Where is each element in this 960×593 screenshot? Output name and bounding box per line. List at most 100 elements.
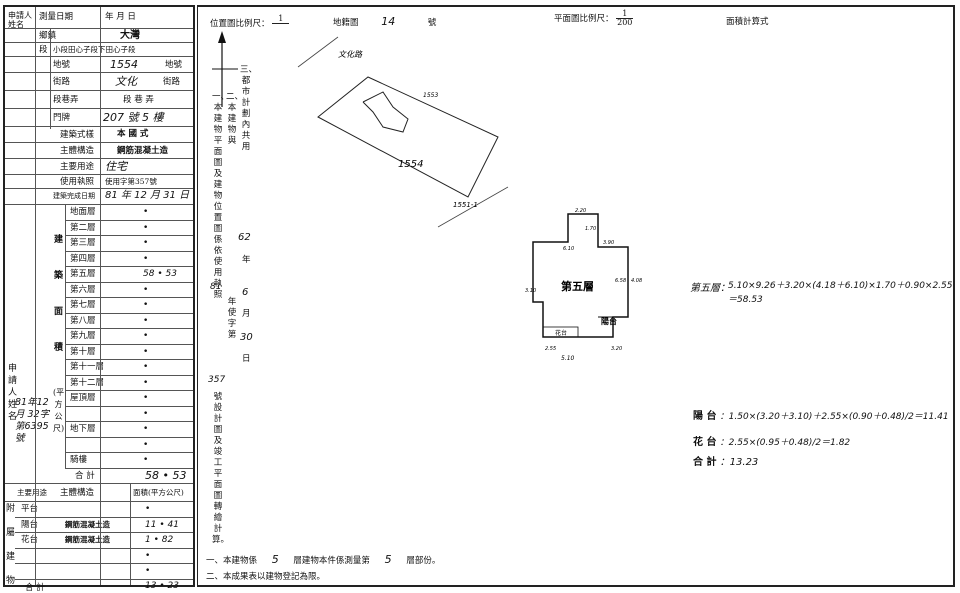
row-total: 合 計 58 • 53 (5, 468, 193, 484)
floor-name: 第九層 (70, 331, 96, 341)
calc-flower: 花 台 ：2.55×(0.95＋0.48)/2＝1.82 (693, 433, 850, 448)
floor-area: 58 • 53 (143, 269, 177, 279)
lot-value: 1554 (110, 58, 138, 71)
floor-area: • (143, 253, 149, 264)
calc-floor5-expr: 5.10×9.26＋3.20×(4.18＋6.10)×1.70＋0.90×2.5… (728, 281, 953, 305)
floor-row: 地下層 • (65, 422, 193, 438)
completion-value: 81 年 12 月 31 日 (105, 190, 190, 201)
annex-header-area: 面積(平方公尺) (133, 488, 184, 497)
floor-area: • (143, 238, 149, 248)
township-label: 鄉鎮 (39, 31, 57, 41)
floor-name: 第六層 (70, 284, 96, 295)
applicant-label-lower: 申請人姓名 (7, 364, 17, 422)
row-township: 鄉鎮 大灣 (5, 29, 193, 43)
lot-label: 地號 (53, 60, 71, 70)
lot-suffix: 地號 (165, 60, 183, 70)
dim-3: 3.20 (611, 346, 622, 352)
license-label: 使用執照 (60, 177, 95, 187)
plan-scale-den: 200 (617, 18, 633, 27)
building-register-table: 申請人姓名 測量日期 年 月 日 鄉鎮 大灣 段 小段田心子段下田心子段 地號 … (3, 5, 195, 592)
dim-9: 4.08 (631, 278, 642, 284)
floor-row: 第六層• (65, 283, 193, 298)
row-annex-header: 主要用途 主體構造 面積(平方公尺) (5, 484, 193, 502)
annex-area: • (145, 504, 151, 514)
lot-side-label: 1551-1 (453, 201, 478, 209)
floor-name: 第七層 (70, 300, 96, 310)
lot-boundary-line (437, 186, 509, 228)
calc-total: 合 計 ：13.23 (693, 453, 758, 468)
calc-flower-label: 花 台 (693, 437, 717, 448)
col-line-3 (65, 205, 66, 468)
floor-area: • (143, 207, 149, 217)
floor-row: 第三層• (65, 236, 193, 252)
calc-total-expr: ：13.23 (719, 457, 759, 468)
annex-area: • (145, 566, 151, 576)
floor-row: 第九層 • (65, 329, 193, 345)
cadastral-label: 地籍圖 (333, 18, 359, 28)
floor-area: • (143, 424, 149, 434)
floor-row: 第七層• (65, 298, 193, 314)
annex-structure: 鋼筋混凝土造 (65, 535, 110, 544)
calc-balcony-label: 陽 台 (693, 411, 717, 422)
floor-row: 第十二層• (65, 376, 193, 391)
calc-balcony: 陽 台 ：1.50×(3.20＋3.10)＋2.55×(0.90＋0.48)/2… (693, 407, 949, 422)
floor-area: • (143, 439, 149, 450)
floor-area: • (143, 362, 149, 372)
bottom-note-1-mid: 層建物本件係測量第 (293, 556, 370, 566)
annex-row: 平台• (15, 502, 193, 518)
row-street: 街路 文化 街路 (5, 73, 193, 91)
annex-area: 11 • 41 (145, 519, 179, 530)
dim-4: 6.10 (563, 246, 574, 252)
applicant-label: 申請人姓名 (8, 11, 32, 29)
floor-row: 第四層• (65, 252, 193, 267)
area-unit-label: (平方公尺) (53, 388, 65, 433)
floor-name: 第五層 (70, 269, 96, 279)
note-3: 三、都市計劃內共用 (240, 65, 258, 152)
floor-area: • (143, 331, 149, 341)
license-tail: 年使字第 (227, 297, 237, 340)
floor-area: • (143, 377, 149, 388)
floor-name: 第二層 (70, 222, 96, 233)
lane-value: 段 巷 弄 (123, 95, 154, 105)
structure-value: 鋼筋混凝土造 (117, 146, 169, 156)
floor-area: • (143, 455, 149, 465)
row-use: 主要用途 住宅 (5, 159, 193, 175)
row-license: 使用執照 使用字第357號 (5, 175, 193, 189)
lot-1554-outline (317, 76, 499, 198)
date-day: 30 (240, 332, 253, 343)
structure-label: 主體構造 (60, 146, 95, 156)
calc-floor5-label: 第五層： (690, 283, 730, 294)
floor-row: 屋頂層• (65, 391, 193, 407)
floor-name: 地下層 (70, 424, 96, 434)
use-label: 主要用途 (60, 162, 95, 172)
floor-row: 第二層• (65, 221, 193, 236)
floor-row: • (65, 407, 193, 422)
dim-0: 2.20 (575, 208, 586, 214)
floor-row: 地面層• (65, 205, 193, 221)
floor-area: • (143, 346, 149, 357)
date-day-unit: 日 (242, 354, 251, 364)
row-structure: 主體構造 鋼筋混凝土造 (5, 143, 193, 159)
annex-header-use: 主要用途 (17, 488, 47, 497)
plan-scale-num: 1 (616, 10, 634, 19)
dim-2: 3.90 (603, 240, 614, 246)
date-year: 62 (238, 232, 251, 243)
lane-label: 段巷弄 (53, 95, 79, 105)
dim-5: 2.55 (545, 346, 556, 352)
flower-label: 花台 (555, 329, 567, 337)
date-month: 6 (242, 287, 249, 298)
total-value: 58 • 53 (145, 469, 187, 482)
lot-main-label: 1554 (398, 159, 423, 170)
floor-row: 第五層 58 • 53 (65, 267, 193, 283)
floor-name: 第十一層 (70, 362, 105, 372)
style-value: 本 國 式 (117, 129, 149, 139)
location-scale-value: 1 (272, 15, 290, 24)
floor-plan-outline (532, 213, 629, 338)
cadastral-value: 14 (381, 15, 396, 28)
calc-floor5: 第五層： (690, 279, 730, 294)
floor-row: 第十一層 • (65, 360, 193, 376)
annex-structure: 鋼筋混凝土造 (65, 519, 110, 529)
